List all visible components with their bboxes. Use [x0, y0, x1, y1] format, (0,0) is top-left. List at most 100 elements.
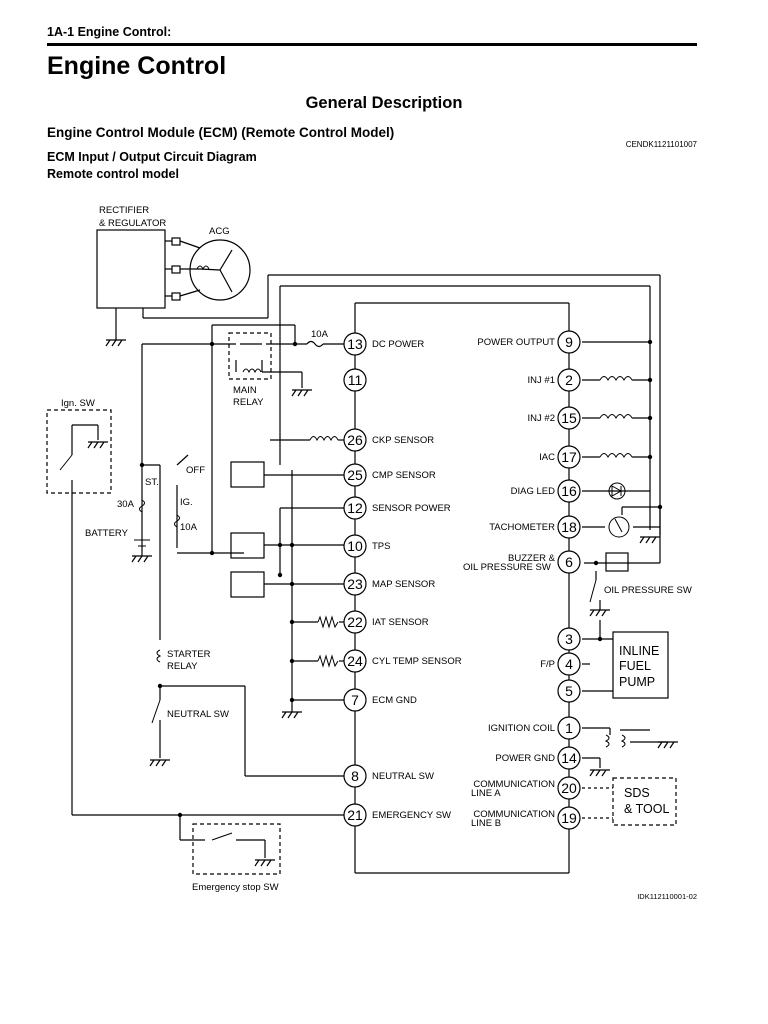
rectifier-label-1: RECTIFIER: [99, 205, 149, 216]
pin-25-circle: [343, 463, 367, 487]
pin-5-circle: [557, 679, 581, 703]
pin-1-circle: [557, 716, 581, 740]
pin-18-circle: [557, 515, 581, 539]
pin-22-label: IAT SENSOR: [372, 617, 429, 628]
pin-13-circle: [343, 332, 367, 356]
oil-pressure-sw-label: OIL PRESSURE SW: [604, 585, 692, 596]
pin-14-label: POWER GND: [495, 753, 555, 764]
pin-21-number: 21: [347, 807, 363, 823]
pin-20-label-line2: LINE A: [471, 788, 501, 799]
pin-17-label: IAC: [539, 452, 555, 463]
pin-4-circle: [557, 652, 581, 676]
fuse-10a-label: 10A: [180, 522, 198, 533]
pin-9-number: 9: [565, 334, 573, 350]
pin-22-number: 22: [347, 614, 363, 630]
pin-6-number: 6: [565, 554, 573, 570]
pin-11-circle: [343, 368, 367, 392]
rectifier-label-2: & REGULATOR: [99, 218, 166, 229]
pin-12-label: SENSOR POWER: [372, 503, 451, 514]
pin-26-label: CKP SENSOR: [372, 435, 434, 446]
pin-21-circle: [343, 803, 367, 827]
diagram-subcaption: Remote control model: [47, 167, 179, 181]
pin-16-label: DIAG LED: [511, 486, 555, 497]
pin-14-number: 14: [561, 750, 577, 766]
ign-sw-label: Ign. SW: [61, 398, 95, 409]
pin-19-number: 19: [561, 810, 577, 826]
pin-4-label: F/P: [540, 659, 555, 670]
pin-23-circle: [343, 572, 367, 596]
switch-off-label: OFF: [186, 465, 205, 476]
switch-st-label: ST.: [145, 477, 159, 488]
switch-ig-label: IG.: [180, 497, 193, 508]
neutral-sw-label: NEUTRAL SW: [167, 709, 229, 720]
pin-6-circle: [557, 550, 581, 574]
pin-26-number: 26: [347, 432, 363, 448]
pin-16-circle: [557, 479, 581, 503]
pin-15-label: INJ #2: [528, 413, 555, 424]
pin-20-number: 20: [561, 780, 577, 796]
document-code: CENDK1121101007: [625, 140, 697, 149]
fuse-main-label: 10A: [311, 329, 329, 340]
fuse-30a-label: 30A: [117, 499, 135, 510]
pin-4-number: 4: [565, 656, 573, 672]
pin-13-number: 13: [347, 336, 363, 352]
pin-15-number: 15: [561, 410, 577, 426]
starter-relay-label-1: STARTER: [167, 649, 211, 660]
pin-6-label-line2: OIL PRESSURE SW: [463, 562, 551, 573]
fuel-pump-label-2: FUEL: [619, 659, 651, 673]
pin-26-circle: [343, 428, 367, 452]
fuel-pump-label-1: INLINE: [619, 644, 659, 658]
pin-7-circle: [343, 688, 367, 712]
pin-23-number: 23: [347, 576, 363, 592]
sds-tool-label-2: & TOOL: [624, 802, 669, 816]
pin-16-number: 16: [561, 483, 577, 499]
pin-6-label: BUZZER &: [508, 553, 556, 564]
pin-22-circle: [343, 610, 367, 634]
pin-20-label: COMMUNICATION: [473, 779, 555, 790]
pin-17-circle: [557, 445, 581, 469]
battery-label: BATTERY: [85, 528, 129, 539]
pin-11-number: 11: [348, 372, 363, 388]
pin-24-number: 24: [347, 653, 363, 669]
pin-24-circle: [343, 649, 367, 673]
pin-12-number: 12: [347, 500, 363, 516]
image-id: IDK112110001-02: [637, 892, 697, 901]
pin-23-label: MAP SENSOR: [372, 579, 435, 590]
pin-7-label: ECM GND: [372, 695, 417, 706]
pin-20-circle: [557, 776, 581, 800]
pin-15-circle: [557, 406, 581, 430]
pin-17-number: 17: [561, 449, 577, 465]
starter-relay-label-2: RELAY: [167, 661, 198, 672]
fuel-pump-label-3: PUMP: [619, 675, 655, 689]
pin-1-label: IGNITION COIL: [488, 723, 555, 734]
pin-8-label: NEUTRAL SW: [372, 771, 434, 782]
pin-21-label: EMERGENCY SW: [372, 810, 451, 821]
emergency-stop-sw-label: Emergency stop SW: [192, 882, 279, 893]
pin-8-circle: [343, 764, 367, 788]
pin-19-label: COMMUNICATION: [473, 809, 555, 820]
page-header: 1A-1 Engine Control:: [47, 25, 172, 39]
sds-tool-label-1: SDS: [624, 786, 650, 800]
pin-10-label: TPS: [372, 541, 390, 552]
pin-2-label: INJ #1: [528, 375, 555, 386]
pin-5-number: 5: [565, 683, 573, 699]
pin-2-circle: [557, 368, 581, 392]
pin-18-number: 18: [561, 519, 577, 535]
acg-label: ACG: [209, 226, 230, 237]
pin-12-circle: [343, 496, 367, 520]
pin-9-label: POWER OUTPUT: [477, 337, 555, 348]
pin-2-number: 2: [565, 372, 573, 388]
pin-18-label: TACHOMETER: [489, 522, 555, 533]
pin-7-number: 7: [351, 692, 359, 708]
pin-24-label: CYL TEMP SENSOR: [372, 656, 462, 667]
pin-19-circle: [557, 806, 581, 830]
main-relay-label-2: RELAY: [233, 397, 264, 408]
section-heading: General Description: [305, 94, 463, 112]
pin-10-circle: [343, 534, 367, 558]
main-relay-label-1: MAIN: [233, 385, 257, 396]
pin-14-circle: [557, 746, 581, 770]
page-title: Engine Control: [47, 52, 227, 80]
pin-10-number: 10: [347, 538, 363, 554]
pin-3-number: 3: [565, 631, 573, 647]
